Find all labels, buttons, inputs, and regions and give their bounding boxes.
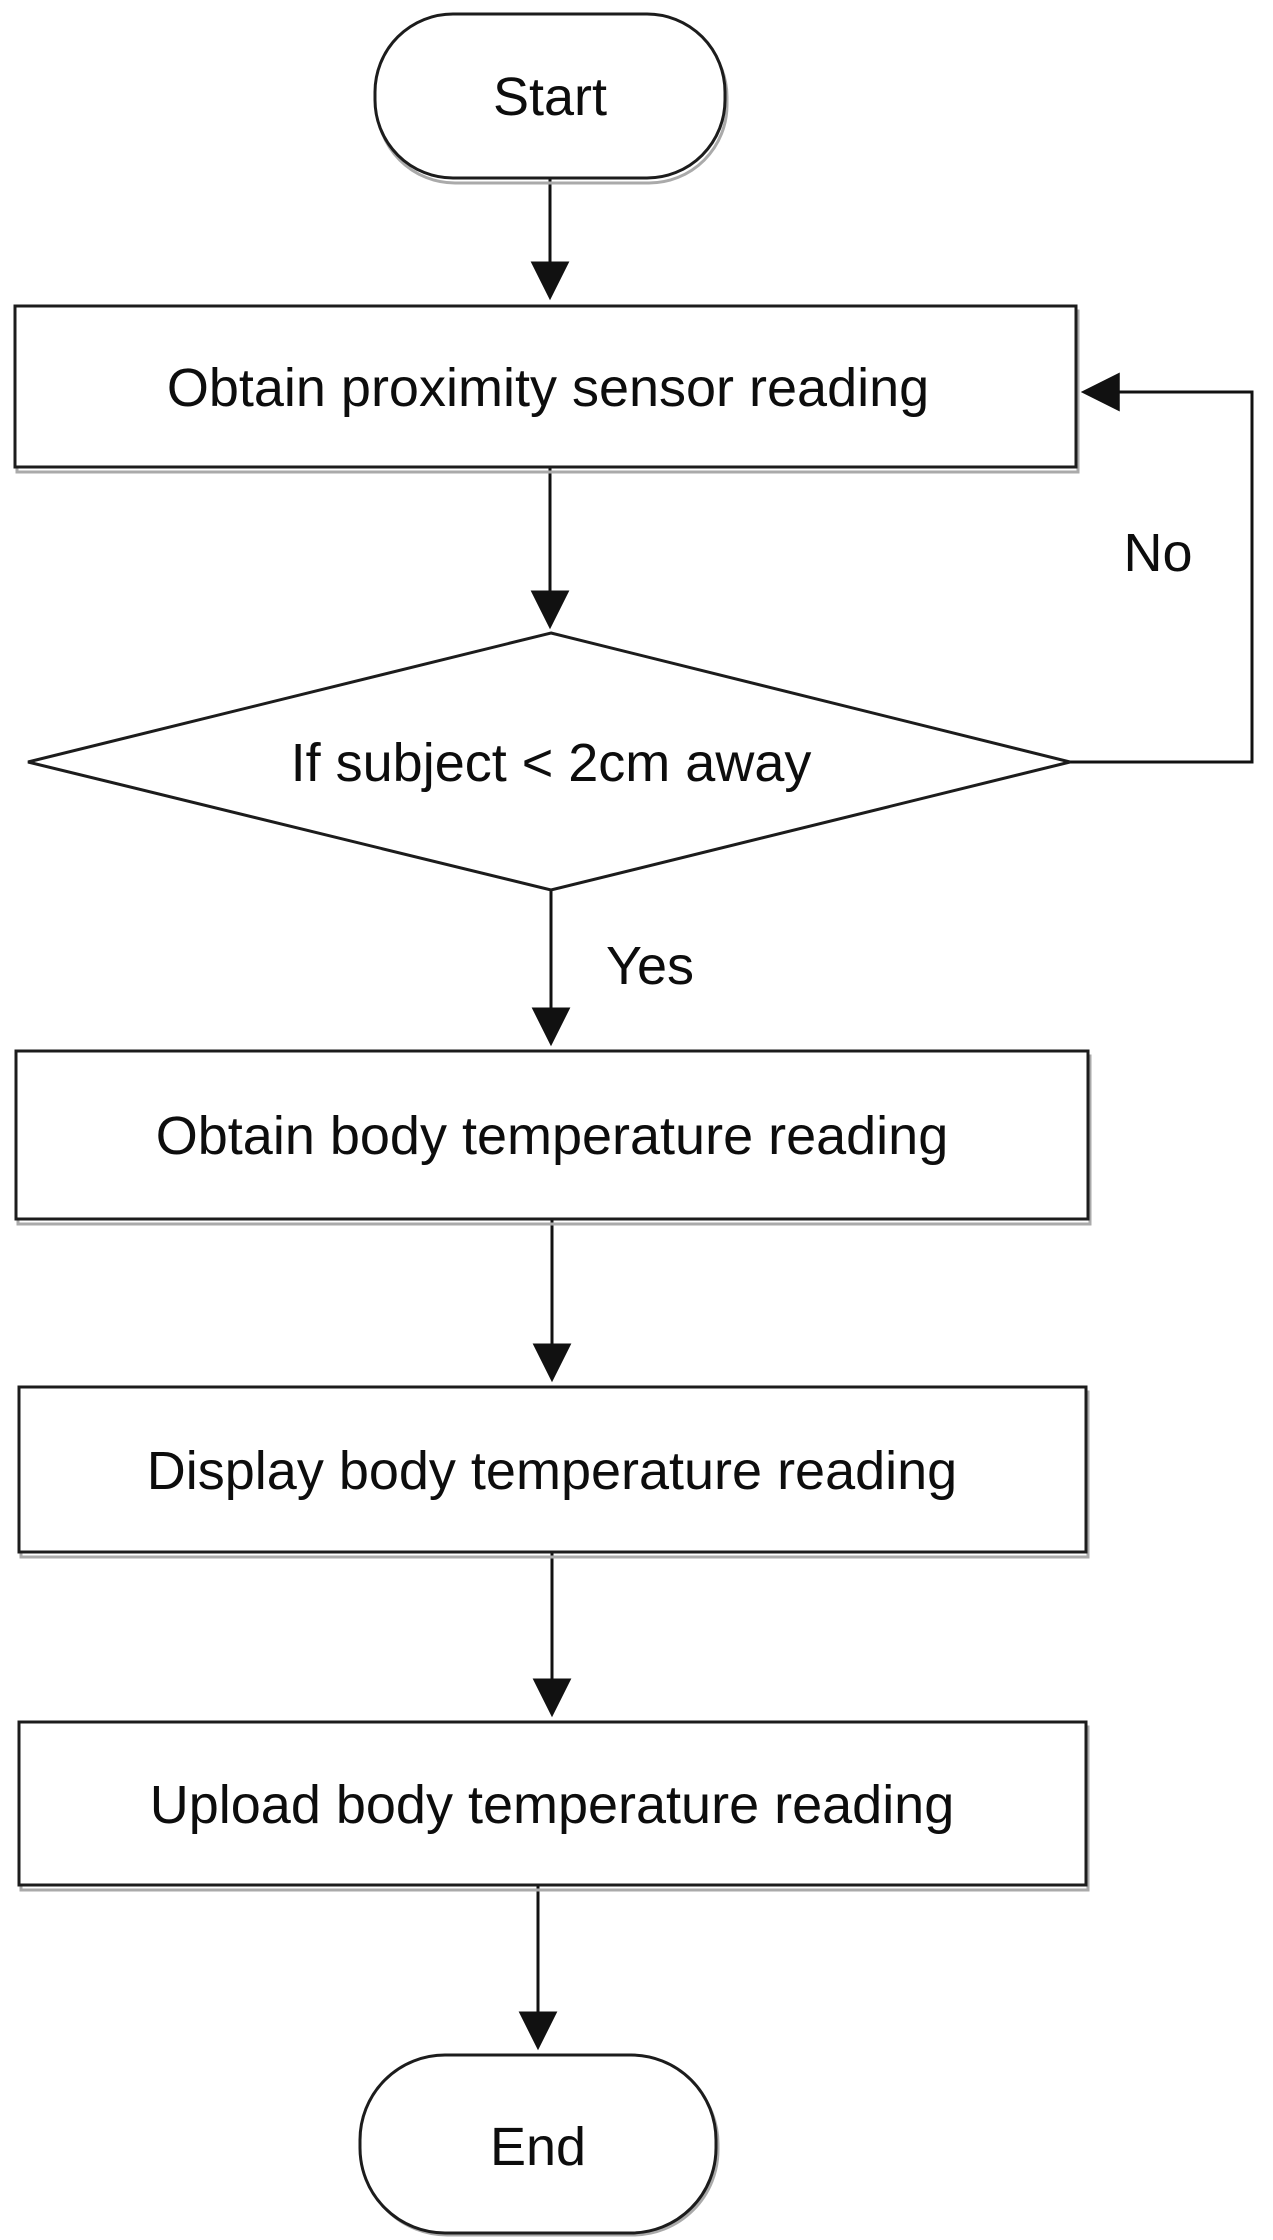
node-end: End (358, 2053, 720, 2237)
connectors (518, 178, 1254, 2051)
node-start-label: Start (493, 67, 607, 127)
node-obtain-proximity-shape (13, 304, 1078, 469)
edge-decision-no-loop (1070, 372, 1254, 764)
node-obtain-temperature-label: Obtain body temperature reading (156, 1106, 949, 1166)
no-edge-label: No (1123, 523, 1192, 583)
node-obtain-temperature: Obtain body temperature reading (14, 1049, 1092, 1226)
node-upload-temperature: Upload body temperature reading (17, 1720, 1090, 1892)
node-end-label: End (490, 2117, 586, 2177)
node-proximity-decision-label: If subject < 2cm away (291, 733, 812, 793)
node-display-temperature-label: Display body temperature reading (147, 1441, 957, 1501)
node-display-temperature: Display body temperature reading (17, 1385, 1090, 1559)
node-start-shape (373, 12, 727, 180)
node-start: Start (373, 12, 729, 185)
node-end-shape (358, 2053, 718, 2235)
node-obtain-proximity-label: Obtain proximity sensor reading (167, 358, 929, 418)
node-obtain-temperature-shape (14, 1049, 1090, 1221)
yes-edge-label: Yes (606, 936, 694, 996)
node-upload-temperature-label: Upload body temperature reading (150, 1775, 955, 1835)
node-display-temperature-shape (17, 1385, 1088, 1554)
node-proximity-decision: If subject < 2cm away (27, 631, 1071, 892)
node-obtain-proximity: Obtain proximity sensor reading (13, 304, 1080, 474)
node-proximity-decision-shape (27, 631, 1071, 892)
node-upload-temperature-shape (17, 1720, 1088, 1887)
